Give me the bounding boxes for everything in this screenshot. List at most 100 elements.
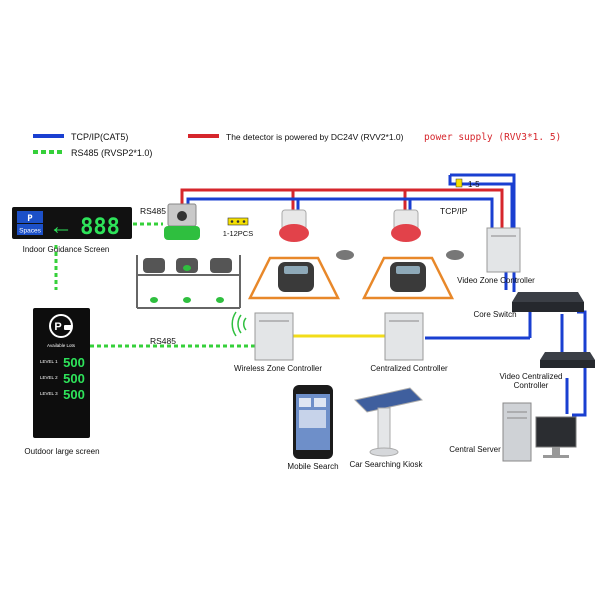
centralized-controller-box (384, 312, 424, 361)
core-switch-top (512, 292, 584, 302)
central-server: Central Server (449, 402, 577, 462)
outdoor-large-screen: P Available Lots LEVEL 1 500 LEVEL 2 500… (24, 308, 100, 456)
detector-2 (391, 209, 421, 242)
wifi-icon-arc-1 (242, 317, 247, 331)
indoor-p-badge (17, 211, 43, 223)
video-zone-controller-box (486, 227, 521, 273)
ground-sensor-2 (446, 250, 464, 260)
indoor-count: 888 (80, 215, 120, 240)
bay-2-outline (361, 256, 455, 300)
central-server-label: Central Server (449, 445, 501, 454)
server-tower (502, 402, 532, 462)
server-monitor-stand (552, 447, 560, 455)
vcc-top (540, 352, 595, 360)
rack-sensor-upper (183, 265, 191, 271)
indoor-screen-caption: Indoor Guidance Screen (23, 245, 110, 254)
outdoor-screen-caption: Outdoor large screen (24, 447, 99, 456)
pcs-led-dot-1 (230, 220, 234, 223)
outdoor-level-1-label: LEVEL 1 (40, 359, 58, 364)
wireless-zone-controller: Wireless Zone Controller (231, 311, 322, 373)
wireless-zone-controller-box (254, 312, 294, 361)
core-switch-front (512, 302, 584, 312)
indoor-p-label: P (27, 214, 33, 224)
legend-tcp-text: TCP/IP(CAT5) (71, 132, 128, 142)
ground-sensor-1 (336, 250, 354, 260)
outdoor-p-glyph: P (54, 321, 61, 333)
tcp-link-video-zone (410, 197, 494, 228)
indoor-spaces-label: Spaces (19, 228, 41, 235)
phone-screen-tile-1 (299, 398, 311, 407)
indoor-spaces-badge (17, 224, 43, 235)
camera-lens-icon (177, 211, 187, 221)
legend-detector-power-text: The detector is powered by DC24V (RVV2*1… (226, 132, 404, 142)
detector-2-red-light (391, 224, 421, 242)
kiosk-screen (353, 387, 424, 413)
outdoor-screen-body (33, 308, 90, 438)
detector-1-red-light (279, 224, 309, 242)
range-label: 1-5 (468, 180, 480, 189)
rack-sensor-lower-3 (216, 297, 224, 303)
pcs-led-dot-3 (242, 220, 246, 223)
indoor-guidance-screen: P Spaces ← 888 Indoor Guidance Screen (12, 207, 132, 254)
vcc-front (540, 360, 595, 368)
rack-car-3 (210, 258, 232, 273)
phone-screen-tile-2 (314, 398, 326, 407)
video-centralized-controller: Video Centralized Controller (499, 352, 595, 390)
centralized-controller-label: Centralized Controller (370, 364, 448, 373)
power-cable (180, 188, 504, 228)
parking-bay-1 (247, 256, 341, 300)
outdoor-level-1-value: 500 (63, 355, 85, 370)
wireless-zone-controller-label: Wireless Zone Controller (234, 364, 322, 373)
legend-rs485-text: RS485 (RVSP2*1.0) (71, 148, 152, 158)
wifi-icon-arc-3 (231, 311, 237, 337)
stacked-parking-rack (136, 255, 241, 309)
video-zone-controller-label: Video Zone Controller (457, 276, 535, 285)
tcp-link-1-5 (448, 175, 514, 228)
kiosk-base (369, 447, 399, 457)
tcp-link-camera-detector (186, 197, 300, 210)
outdoor-car-icon (64, 325, 72, 330)
server-monitor (535, 416, 577, 448)
vcc-label-line2: Controller (514, 381, 549, 390)
centralized-controller: Centralized Controller (370, 312, 448, 373)
rs485-mid-label: RS485 (150, 336, 176, 346)
range-indicator: 1-5 (455, 178, 480, 189)
legend: TCP/IP(CAT5) RS485 (RVSP2*1.0) The detec… (33, 132, 561, 158)
server-monitor-base (543, 455, 569, 458)
vcc-label-line1: Video Centralized (499, 372, 562, 381)
phone-screen-map (299, 410, 326, 428)
core-switch-label: Core Switch (473, 310, 516, 319)
indoor-arrow: ← (49, 213, 73, 240)
kiosk-stand (377, 407, 391, 451)
rs485-top-label: RS485 (140, 206, 166, 216)
car-searching-kiosk-label: Car Searching Kiosk (350, 460, 424, 469)
mobile-search-label: Mobile Search (287, 462, 338, 471)
legend-power-supply-text: power supply (RVV3*1. 5) (424, 132, 561, 143)
rack-sensor-lower-2 (183, 297, 191, 303)
bay-1-outline (247, 256, 341, 300)
range-led (455, 178, 463, 188)
pcs-led-dot-2 (236, 220, 240, 223)
outdoor-level-3-label: LEVEL 3 (40, 391, 58, 396)
pcs-indicator: 1-12PCS (223, 217, 253, 238)
video-zone-controller: Video Zone Controller (457, 227, 535, 285)
pcs-label: 1-12PCS (223, 229, 253, 238)
mobile-search: Mobile Search (287, 385, 339, 471)
video-camera-detector (164, 203, 200, 240)
outdoor-available-label: Available Lots (47, 343, 76, 348)
outdoor-level-2-value: 500 (63, 371, 85, 386)
bay-2-windshield (396, 266, 420, 274)
outdoor-level-3-value: 500 (63, 387, 85, 402)
bay-1-windshield (284, 266, 308, 274)
outdoor-level-2-label: LEVEL 2 (40, 375, 58, 380)
car-searching-kiosk: Car Searching Kiosk (350, 387, 424, 469)
parking-bay-2 (361, 256, 455, 300)
rack-sensor-lower-1 (150, 297, 158, 303)
camera-green-indicator (164, 226, 200, 240)
wifi-icon-arc-2 (237, 314, 242, 334)
rack-car-1 (143, 258, 165, 273)
core-switch: Core Switch (473, 292, 584, 319)
tcp-ip-label: TCP/IP (440, 206, 468, 216)
detector-1 (279, 209, 309, 242)
